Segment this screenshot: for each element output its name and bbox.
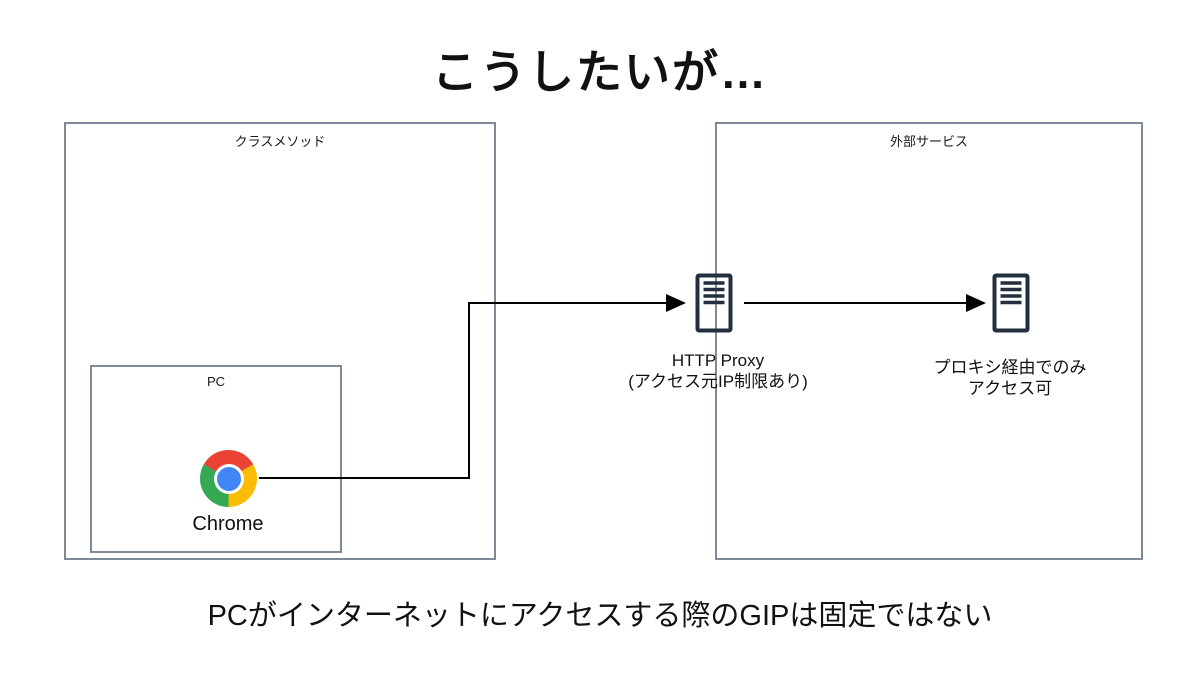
group-label-classmethod: クラスメソッド — [234, 134, 326, 149]
chrome-label: Chrome — [192, 513, 264, 535]
pc-box-label: PC — [206, 374, 226, 389]
proxy-label-title: HTTP Proxy — [671, 351, 765, 370]
proxy-label-subtitle: (アクセス元IP制限あり) — [628, 372, 808, 391]
external-server-label: プロキシ経由でのみ アクセス可 — [890, 357, 1130, 399]
external-server-icon — [992, 273, 1030, 333]
diagram-title: こうしたいが… — [432, 46, 768, 98]
external-server-label-line1: プロキシ経由でのみ — [933, 358, 1087, 377]
external-server-label-line2: アクセス可 — [967, 379, 1053, 398]
proxy-label: HTTP Proxy (アクセス元IP制限あり) — [588, 350, 848, 392]
group-label-external-service: 外部サービス — [889, 134, 968, 149]
group-box-external-service: 外部サービス — [715, 122, 1143, 560]
diagram-caption: PCがインターネットにアクセスする際のGIPは固定ではない — [207, 600, 993, 632]
chrome-icon — [200, 450, 257, 507]
proxy-server-icon — [695, 273, 733, 333]
